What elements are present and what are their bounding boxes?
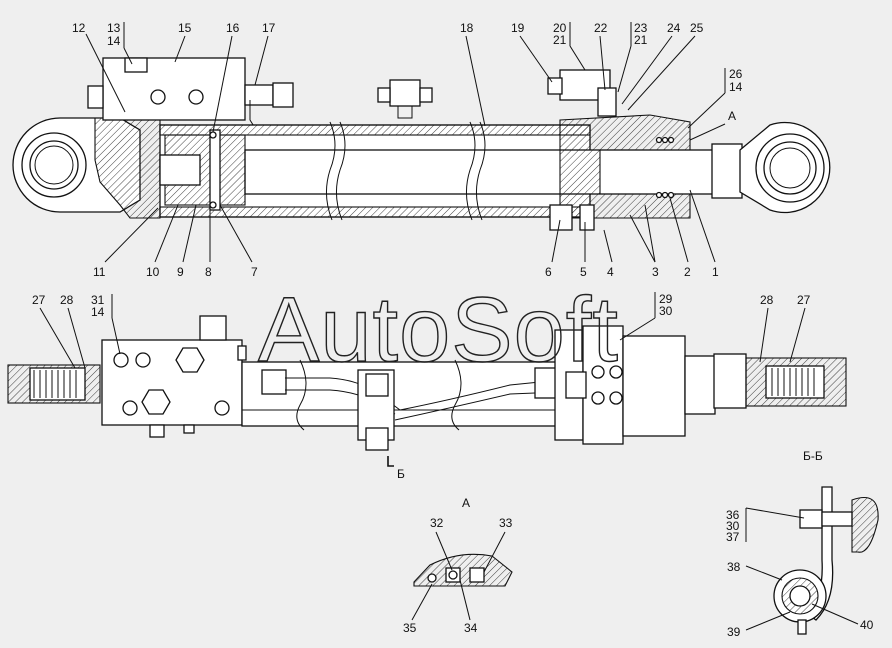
callout-38: 38 bbox=[727, 560, 741, 574]
callout-9: 9 bbox=[177, 265, 184, 279]
callout-22: 22 bbox=[594, 21, 608, 35]
callout-17: 17 bbox=[262, 21, 276, 35]
callout-28: 28 bbox=[60, 293, 74, 307]
callout-25: 25 bbox=[690, 21, 704, 35]
middle-callouts: 27 28 31 14 29 30 28 27 Б bbox=[32, 292, 811, 481]
callout-39: 39 bbox=[727, 625, 741, 639]
callout-34: 34 bbox=[464, 621, 478, 635]
callout-10: 10 bbox=[146, 265, 160, 279]
callout-23: 23 bbox=[634, 21, 648, 35]
middle-cylinder-side-view bbox=[7, 315, 847, 451]
callout-24: 24 bbox=[667, 21, 681, 35]
callout-36: 36 bbox=[726, 508, 740, 522]
callout-8: 8 bbox=[205, 265, 212, 279]
callout-3: 3 bbox=[652, 265, 659, 279]
view-a-marker: А bbox=[728, 109, 736, 123]
callout-2: 2 bbox=[684, 265, 691, 279]
callout-13: 13 bbox=[107, 21, 121, 35]
watermark-text: AutoSoft bbox=[258, 279, 619, 381]
callout-32: 32 bbox=[430, 516, 444, 530]
callout-20: 20 bbox=[553, 21, 567, 35]
lower-callouts-row: 11 10 9 8 7 6 5 4 3 2 1 bbox=[93, 189, 719, 279]
callout-21: 21 bbox=[553, 33, 567, 47]
callout-19: 19 bbox=[511, 21, 525, 35]
callout-29: 29 bbox=[659, 292, 673, 306]
callout-30b: 30 bbox=[726, 519, 740, 533]
callout-14b: 14 bbox=[729, 80, 743, 94]
callout-1: 1 bbox=[712, 265, 719, 279]
callout-27b: 27 bbox=[797, 293, 811, 307]
callout-37: 37 bbox=[726, 530, 740, 544]
callout-14c: 14 bbox=[91, 305, 105, 319]
callout-33: 33 bbox=[499, 516, 513, 530]
callout-21b: 21 bbox=[634, 33, 648, 47]
callout-15: 15 bbox=[178, 21, 192, 35]
callout-28b: 28 bbox=[760, 293, 774, 307]
callout-6: 6 bbox=[545, 265, 552, 279]
callout-18: 18 bbox=[460, 21, 474, 35]
detail-a-title: А bbox=[462, 496, 470, 510]
detail-a-section bbox=[413, 553, 513, 587]
callout-30: 30 bbox=[659, 304, 673, 318]
piston-rod bbox=[244, 149, 726, 195]
top-cylinder-section bbox=[12, 57, 831, 231]
callout-7: 7 bbox=[251, 265, 258, 279]
callout-26: 26 bbox=[729, 67, 743, 81]
top-callouts: 12 13 14 15 16 17 18 19 20 21 22 23 21 2… bbox=[72, 21, 743, 141]
callout-11: 11 bbox=[93, 265, 106, 279]
callout-14: 14 bbox=[107, 34, 121, 48]
callout-27: 27 bbox=[32, 293, 46, 307]
callout-35: 35 bbox=[403, 621, 417, 635]
callout-40: 40 bbox=[860, 618, 874, 632]
callout-31: 31 bbox=[91, 293, 105, 307]
callout-12: 12 bbox=[72, 21, 86, 35]
callout-16: 16 bbox=[226, 21, 240, 35]
callout-5: 5 bbox=[580, 265, 587, 279]
cut-b-marker: Б bbox=[397, 467, 405, 481]
detail-a: А 32 33 35 34 bbox=[403, 496, 513, 635]
callout-4: 4 bbox=[607, 265, 614, 279]
section-bb-title: Б-Б bbox=[803, 449, 823, 463]
section-bb: Б-Б 36 30 37 38 39 40 bbox=[726, 449, 879, 639]
